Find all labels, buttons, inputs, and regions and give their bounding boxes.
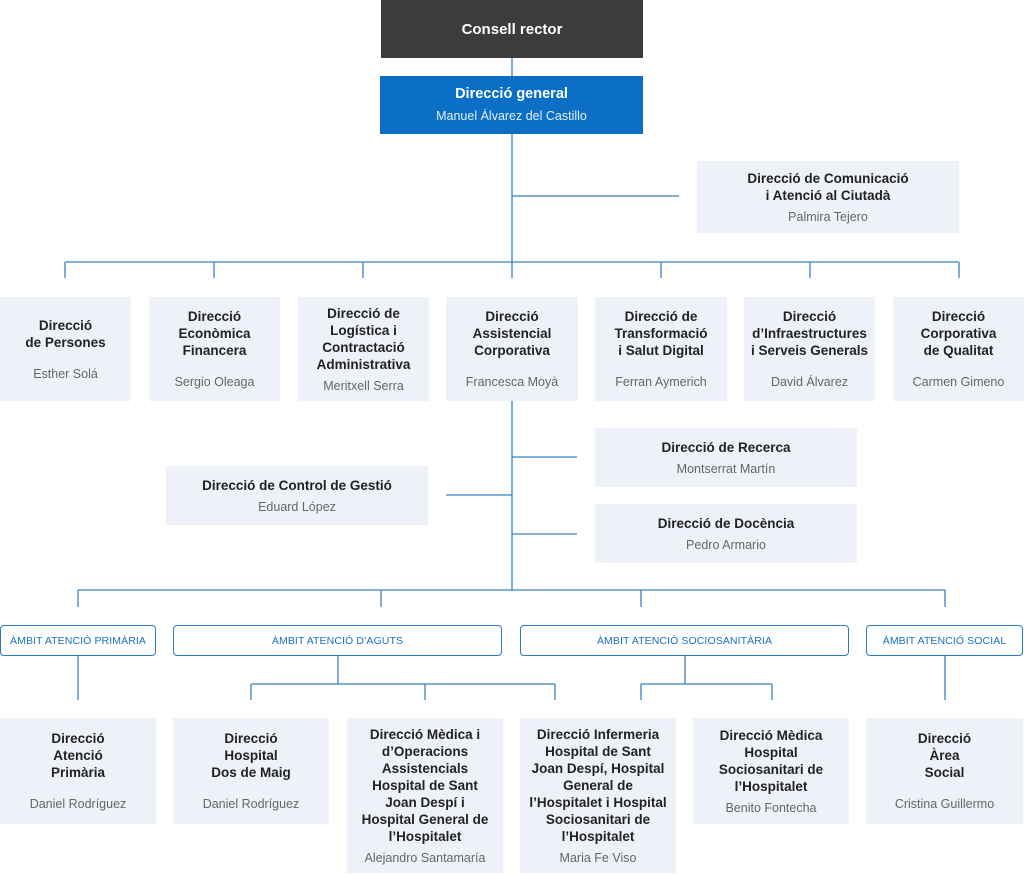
directorate-box: Direcció Assistencial Corporativa France… <box>446 297 578 401</box>
unit-title: Direcció Infermeria Hospital de Sant Joa… <box>529 726 667 844</box>
teaching-direction-title: Direcció de Docència <box>657 515 795 531</box>
communication-direction-title: Direcció de Comunicació i Atenció al Ciu… <box>747 170 909 203</box>
unit-box: Direcció Mèdica i d’Operacions Assistenc… <box>347 718 503 873</box>
unit-name: Alejandro Santamaría <box>364 850 486 865</box>
directorate-title: Direcció de Persones <box>25 317 106 350</box>
unit-box: Direcció Mèdica Hospital Sociosanitari d… <box>693 718 849 824</box>
directorate-box: Direcció d’Infraestructures i Serveis Ge… <box>744 297 875 401</box>
directorate-title: Direcció Assistencial Corporativa <box>472 309 552 358</box>
unit-name: Daniel Rodríguez <box>202 797 300 811</box>
unit-name: Daniel Rodríguez <box>29 797 127 811</box>
unit-box: Direcció Àrea Social Cristina Guillermo <box>866 718 1023 824</box>
directorate-title: Direcció d’Infraestructures i Serveis Ge… <box>750 309 869 358</box>
unit-title: Direcció Àrea Social <box>917 731 972 780</box>
directorate-name: Ferran Aymerich <box>615 375 707 389</box>
unit-box: Direcció Infermeria Hospital de Sant Joa… <box>520 718 676 873</box>
control-direction-title: Direcció de Control de Gestió <box>202 477 392 493</box>
directorate-name: Carmen Gimeno <box>912 375 1005 389</box>
unit-box: Direcció Hospital Dos de Maig Daniel Rod… <box>173 718 329 824</box>
general-direction-box: Direcció general Manuel Álvarez del Cast… <box>380 76 643 134</box>
control-direction-name: Eduard López <box>258 499 336 514</box>
scope-sociosanitary-care: ÀMBIT ATENCIÓ SOCIOSANITÀRIA <box>520 625 849 656</box>
research-direction-title: Direcció de Recerca <box>661 439 791 455</box>
directorate-name: David Álvarez <box>770 375 849 389</box>
directorate-name: Esther Solá <box>33 366 98 381</box>
directorate-title: Direcció de Transformació i Salut Digita… <box>614 309 708 358</box>
scope-social-care: ÀMBIT ATENCIÓ SOCIAL <box>866 625 1023 656</box>
directorate-title: Direcció Corporativa de Qualitat <box>920 309 997 358</box>
directorate-box: Direcció Econòmica Financera Sergio Olea… <box>149 297 280 401</box>
unit-title: Direcció Mèdica Hospital Sociosanitari d… <box>718 727 824 794</box>
communication-direction-box: Direcció de Comunicació i Atenció al Ciu… <box>697 161 959 233</box>
general-direction-title: Direcció general <box>455 86 568 102</box>
directorate-box: Direcció de Persones Esther Solá <box>0 297 131 401</box>
directorate-box: Direcció de Logística i Contractació Adm… <box>298 297 429 401</box>
unit-title: Direcció Atenció Primària <box>50 731 106 780</box>
general-direction-name: Manuel Álvarez del Castillo <box>436 109 587 123</box>
research-direction-box: Direcció de Recerca Montserrat Martín <box>595 428 857 487</box>
unit-name: Benito Fontecha <box>725 800 817 815</box>
directorate-name: Sergio Oleaga <box>174 375 255 389</box>
scope-acute-care: ÀMBIT ATENCIÓ D’AGUTS <box>173 625 502 656</box>
unit-name: Maria Fe Viso <box>559 850 637 865</box>
directorate-box: Direcció Corporativa de Qualitat Carmen … <box>893 297 1024 401</box>
directorate-name: Meritxell Serra <box>323 378 404 393</box>
board-title: Consell rector <box>461 20 563 38</box>
directorate-title: Direcció de Logística i Contractació Adm… <box>316 305 411 372</box>
board-box: Consell rector <box>381 0 643 58</box>
communication-direction-name: Palmira Tejero <box>788 209 868 224</box>
unit-name: Cristina Guillermo <box>894 797 995 811</box>
control-direction-box: Direcció de Control de Gestió Eduard Lóp… <box>166 466 428 525</box>
teaching-direction-name: Pedro Armario <box>686 537 766 552</box>
unit-title: Direcció Mèdica i d’Operacions Assistenc… <box>361 726 489 844</box>
unit-title: Direcció Hospital Dos de Maig <box>211 731 291 780</box>
unit-box: Direcció Atenció Primària Daniel Rodrígu… <box>0 718 156 824</box>
scope-primary-care: ÀMBIT ATENCIÓ PRIMÀRIA <box>0 625 156 656</box>
directorate-title: Direcció Econòmica Financera <box>178 309 251 358</box>
research-direction-name: Montserrat Martín <box>676 461 776 476</box>
teaching-direction-box: Direcció de Docència Pedro Armario <box>595 504 857 563</box>
directorate-name: Francesca Moyà <box>465 375 559 389</box>
directorate-box: Direcció de Transformació i Salut Digita… <box>595 297 727 401</box>
